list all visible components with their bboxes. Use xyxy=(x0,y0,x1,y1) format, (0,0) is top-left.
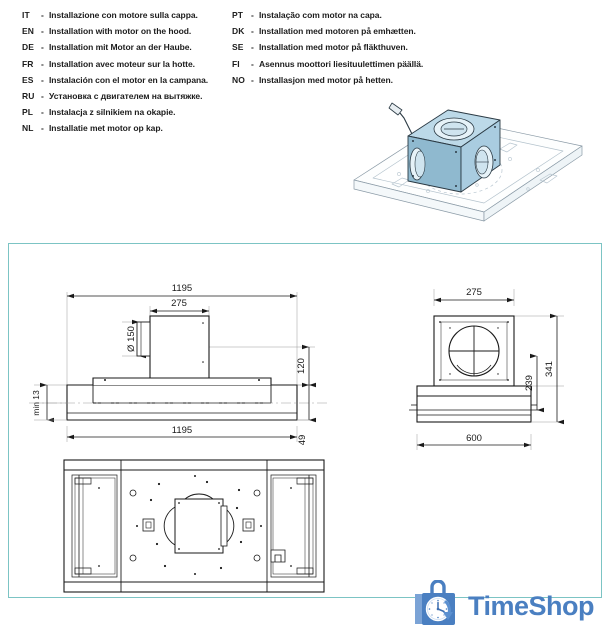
legend-text: Instalação com motor na capa. xyxy=(259,10,382,20)
dim-front-motor-box-height: 120 xyxy=(296,358,307,374)
legend-row: FI - Asennus moottori liesituulettimen p… xyxy=(232,59,462,75)
legend-dash: - xyxy=(41,58,44,69)
language-code: NL xyxy=(22,123,34,134)
timeshop-logo: TimeShop xyxy=(412,578,602,634)
legend-dash: - xyxy=(251,58,254,69)
legend-text: Installatie met motor op kap. xyxy=(49,123,163,134)
language-code: PT xyxy=(232,10,244,20)
legend-dash: - xyxy=(251,26,254,37)
legend-dash: - xyxy=(251,10,254,20)
plan-view-drawing xyxy=(63,459,325,593)
legend-text: Installation with motor on the hood. xyxy=(49,26,192,37)
language-code: DE xyxy=(22,42,35,53)
legend-text: Installation mit Motor an der Haube. xyxy=(49,42,192,53)
legend-dash: - xyxy=(41,10,44,20)
language-code: ES xyxy=(22,74,34,85)
dim-front-duct-diameter: Ø 150 xyxy=(126,326,137,352)
language-code: NO xyxy=(232,74,245,85)
legend-dash: - xyxy=(41,107,44,118)
dim-front-motor-box-width: 275 xyxy=(171,298,187,309)
dim-side-motor-box-height: 239 xyxy=(524,375,535,391)
legend-dash: - xyxy=(41,74,44,85)
legend-row: NL - Installatie met motor op kap. xyxy=(22,123,237,139)
brand-name: TimeShop xyxy=(468,590,595,621)
dim-side-motor-box-width: 275 xyxy=(466,287,482,298)
language-code: IT xyxy=(22,10,30,20)
dim-front-hood-body-height: 49 xyxy=(297,435,308,446)
legend-text: Установка с двигателем на вытяжке. xyxy=(49,90,203,101)
legend-text: Installation avec moteur sur la hotte. xyxy=(49,58,195,69)
language-code: RU xyxy=(22,90,35,101)
legend-row: PL - Instalacja z silnikiem na okapie. xyxy=(22,107,237,123)
language-code: DK xyxy=(232,26,245,37)
legend-text: Instalacja z silnikiem na okapie. xyxy=(49,107,176,118)
isometric-hood-illustration xyxy=(332,88,604,228)
legend-row: EN - Installation with motor on the hood… xyxy=(22,26,237,42)
language-legend-left-column: IT - Installazione con motore sulla capp… xyxy=(22,10,237,140)
legend-text: Installazione con motore sulla cappa. xyxy=(49,10,198,20)
side-view-drawing: 275 xyxy=(409,287,565,450)
legend-dash: - xyxy=(41,90,44,101)
legend-row: ES - Instalación con el motor en la camp… xyxy=(22,75,237,91)
shopping-bag-clock-icon xyxy=(412,578,462,633)
legend-row: IT - Installazione con motore sulla capp… xyxy=(22,10,237,26)
legend-text: Instalación con el motor en la campana. xyxy=(49,74,209,85)
legend-text: Installation med motoren på emhætten. xyxy=(259,26,416,37)
dim-front-overall-width-top: 1195 xyxy=(172,283,192,294)
legend-dash: - xyxy=(41,26,44,37)
dim-front-ceiling-gap: min 13 xyxy=(31,390,41,416)
legend-row: SE - Installation med motor på fläkthuve… xyxy=(232,42,462,58)
language-legend-right-column: PT - Instalação com motor na capa. DK - … xyxy=(232,10,462,91)
legend-dash: - xyxy=(41,42,44,53)
language-code: FR xyxy=(22,58,34,69)
legend-dash: - xyxy=(251,42,254,53)
dim-side-overall-height: 341 xyxy=(544,361,555,377)
language-code: EN xyxy=(22,26,35,37)
legend-row: FR - Installation avec moteur sur la hot… xyxy=(22,59,237,75)
language-legend: IT - Installazione con motore sulla capp… xyxy=(0,10,610,175)
legend-dash: - xyxy=(251,74,254,85)
legend-text: Asennus moottori liesituulettimen päällä… xyxy=(259,58,424,69)
legend-row: PT - Instalação com motor na capa. xyxy=(232,10,462,26)
legend-row: NO - Installasjon med motor på hetten. xyxy=(232,75,462,91)
language-code: FI xyxy=(232,58,240,69)
legend-text: Installasjon med motor på hetten. xyxy=(259,74,393,85)
legend-row: DE - Installation mit Motor an der Haube… xyxy=(22,42,237,58)
legend-text: Installation med motor på fläkthuven. xyxy=(259,42,408,53)
language-code: SE xyxy=(232,42,244,53)
dim-side-hood-depth: 600 xyxy=(466,433,482,444)
legend-row: RU - Установка с двигателем на вытяжке. xyxy=(22,91,237,107)
front-view-drawing: 1195 275 Ø 150 xyxy=(29,283,329,445)
legend-dash: - xyxy=(41,123,44,134)
legend-row: DK - Installation med motoren på emhætte… xyxy=(232,26,462,42)
technical-drawing-panel: 1195 275 Ø 150 xyxy=(8,243,602,598)
dim-front-overall-width-bottom: 1195 xyxy=(172,425,192,436)
language-code: PL xyxy=(22,107,34,118)
